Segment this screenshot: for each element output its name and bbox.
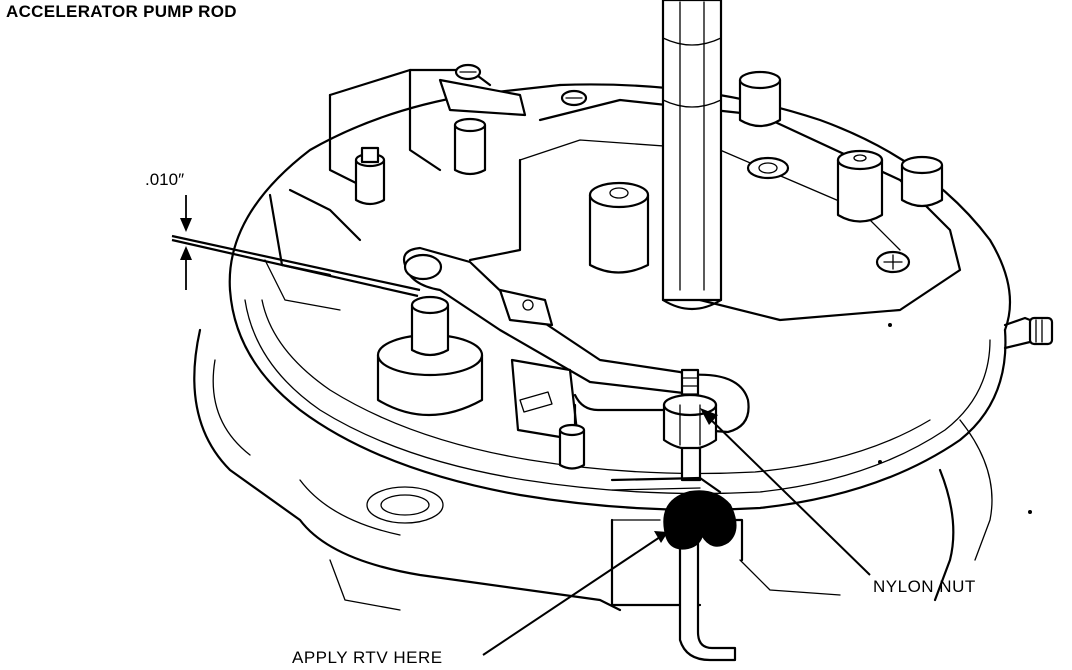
diagram-title: ACCELERATOR PUMP ROD [6,2,237,21]
apply-rtv-label: APPLY RTV HERE [292,648,443,667]
callout-leaders [482,408,871,656]
cover-posts [588,70,944,274]
nylon-nut-assembly [662,368,718,482]
center-shaft [661,0,723,310]
nylon-nut-leader [704,413,871,576]
fuel-inlet-fitting [1003,316,1054,350]
rtv-sealant-blob [663,490,737,550]
bowl-cover-plate [519,89,962,322]
pump-plunger [376,295,484,416]
apply-rtv-leader [482,536,661,656]
throttle-body [193,328,993,612]
choke-linkage [264,63,527,311]
nylon-nut-label: NYLON NUT [873,577,976,596]
accelerator-pump-rod [558,373,750,470]
air-horn-cover [228,83,1032,514]
gap-spec-label: .010″ [145,170,185,189]
apply-rtv-arrowhead [654,531,668,543]
feeler-gauge [171,195,421,298]
nylon-nut-arrowhead [700,408,718,425]
